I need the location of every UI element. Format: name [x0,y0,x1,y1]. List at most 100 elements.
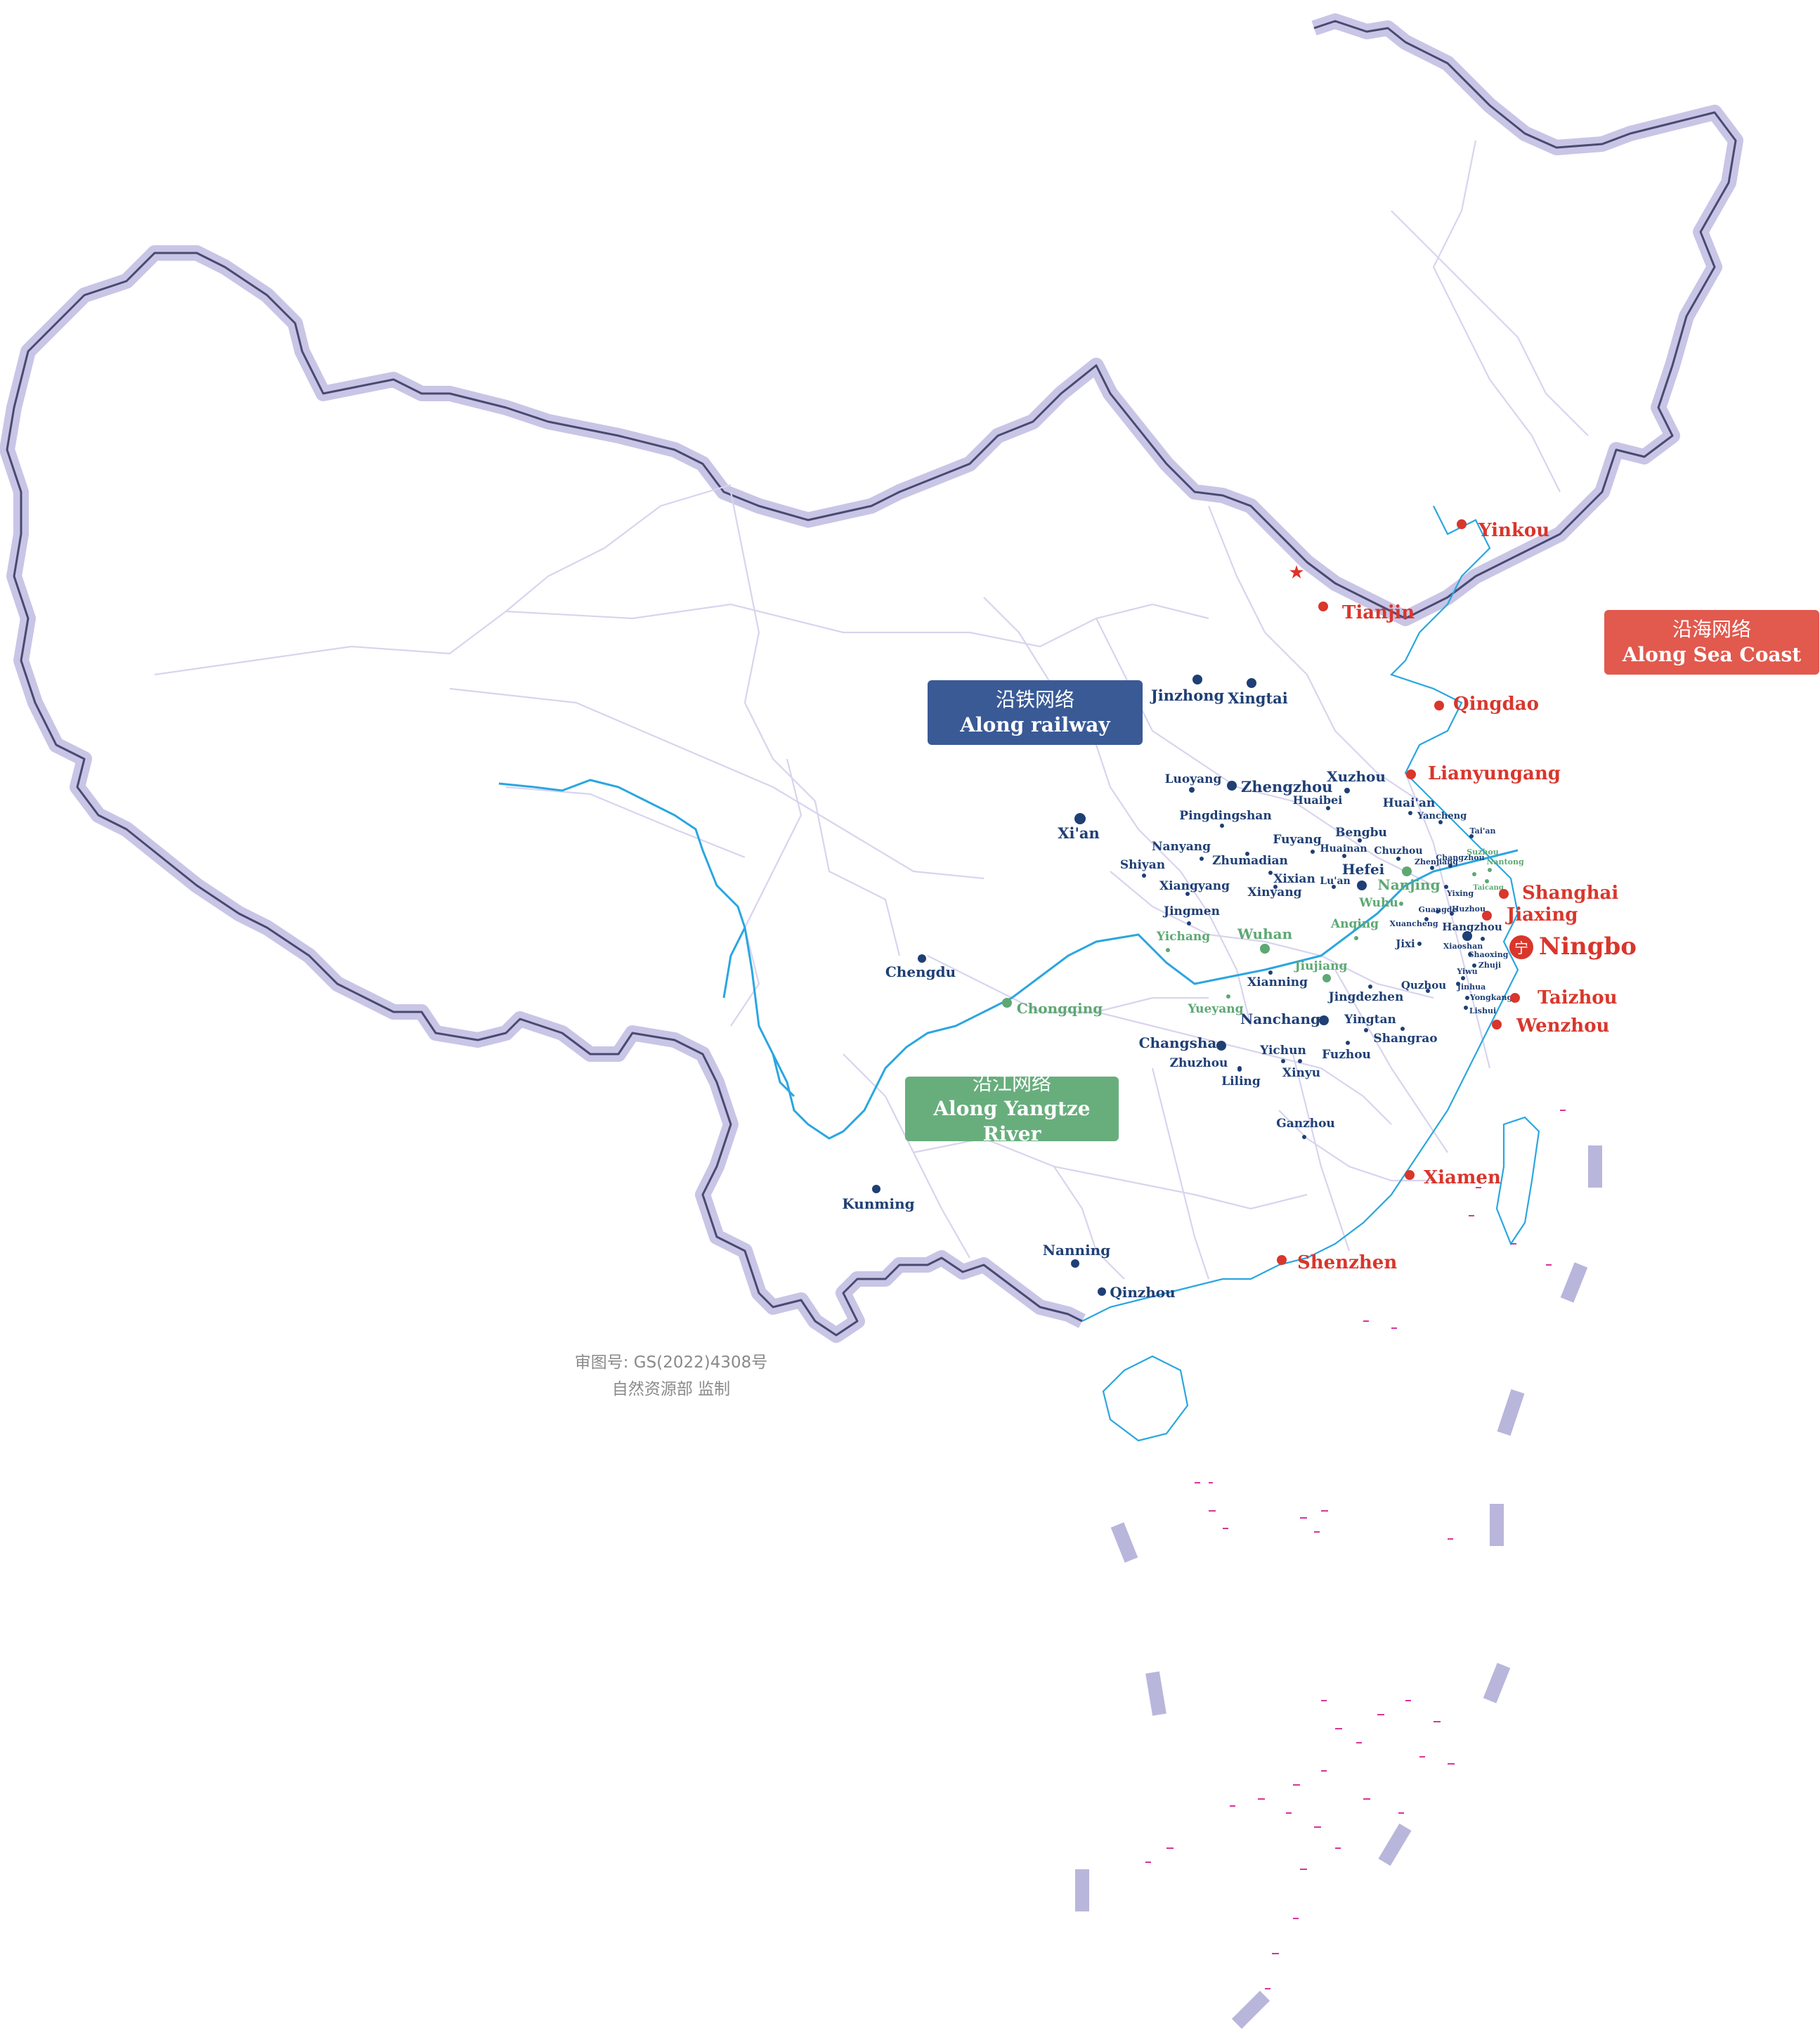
city-marker-sea: Taizhou [1510,987,1618,1008]
svg-text:Taicang: Taicang [1473,884,1504,892]
legend-railway-en: Along railway [960,713,1110,736]
city-marker-railway: Yiwu [1456,967,1478,980]
city-marker-railway: Changsha [1139,1034,1226,1051]
city-marker-railway: Jingmen [1162,904,1220,925]
city-marker-river: Taicang [1473,879,1504,892]
city-marker-railway: Nanyang [1152,840,1211,861]
svg-text:Tai'an: Tai'an [1470,826,1496,836]
svg-text:Yiwu: Yiwu [1456,967,1477,976]
svg-text:Wuhan: Wuhan [1237,925,1293,942]
svg-text:Jingmen: Jingmen [1162,904,1220,918]
city-marker-railway: Xinyang [1247,885,1302,899]
city-marker-railway: Hangzhou [1442,921,1502,941]
svg-text:Guangde: Guangde [1419,905,1457,914]
svg-text:Huai'an: Huai'an [1383,796,1435,810]
city-marker-railway: Zhengzhou [1227,778,1332,795]
svg-text:Xiamen: Xiamen [1424,1167,1501,1188]
legend-sea-en: Along Sea Coast [1622,643,1802,666]
city-marker-railway: Xi'an [1058,813,1100,842]
svg-text:Ganzhou: Ganzhou [1276,1117,1335,1131]
city-marker-railway: Xingtai [1228,678,1288,707]
city-marker-railway: Huai'an [1383,796,1435,815]
city-marker-railway: Yixing [1444,885,1474,898]
city-marker-river: Yichang [1156,930,1210,952]
svg-text:Nantong: Nantong [1486,857,1524,866]
city-marker-railway: Kunming [842,1185,915,1212]
nine-dash-line [1075,1145,1602,2029]
svg-text:Shiyan: Shiyan [1120,858,1165,872]
svg-text:Chuzhou: Chuzhou [1374,845,1422,857]
svg-text:Jinzhong: Jinzhong [1150,687,1225,704]
city-marker-railway: Zhumadian [1212,852,1288,868]
svg-text:Fuzhou: Fuzhou [1322,1048,1371,1062]
svg-text:Qinzhou: Qinzhou [1110,1284,1175,1301]
svg-text:Taizhou: Taizhou [1538,987,1618,1008]
svg-text:Jiujiang: Jiujiang [1294,959,1348,973]
svg-text:Shaoxing: Shaoxing [1469,950,1509,959]
city-marker-railway: Xinyu [1282,1059,1320,1080]
city-marker-railway: Bengbu [1335,826,1387,843]
city-marker-railway: Hefei [1342,861,1385,890]
svg-text:Xiaoshan: Xiaoshan [1443,942,1483,951]
city-marker-river: Nanjing [1377,866,1441,893]
svg-text:Bengbu: Bengbu [1335,826,1387,840]
city-marker-sea: Tianjin [1318,602,1415,623]
city-marker-railway: Chuzhou [1374,845,1423,861]
svg-text:Suzhou: Suzhou [1467,847,1499,857]
svg-text:Lishui: Lishui [1469,1006,1496,1015]
city-marker-railway: Xiangyang [1159,879,1230,896]
railway-cities: Jinzhong Xingtai Luoyang Zhengzhou Xuzho… [842,675,1512,1301]
svg-text:Zhenjiang: Zhenjiang [1415,857,1458,866]
svg-text:Xingtai: Xingtai [1228,689,1288,707]
city-marker-railway: Lu'an [1320,876,1351,889]
city-marker-railway: Yichun [1259,1044,1306,1063]
yangtze-river [498,779,1519,1140]
legend-railway-zh: 沿铁网络 [995,688,1074,711]
svg-text:Nanning: Nanning [1043,1242,1110,1259]
svg-text:Shangrao: Shangrao [1373,1032,1437,1046]
national-border [0,13,1743,1343]
city-marker-sea: Shenzhen [1277,1252,1397,1273]
city-marker-river: Nantong [1486,857,1524,872]
svg-text:Shenzhen: Shenzhen [1297,1252,1397,1273]
city-marker-railway: Xianning [1247,970,1308,989]
svg-text:Huzhou: Huzhou [1452,904,1486,914]
city-marker-railway: Xuzhou [1327,768,1386,793]
svg-text:Tianjin: Tianjin [1342,602,1415,623]
svg-text:Xixian: Xixian [1273,872,1315,886]
svg-text:Changsha: Changsha [1139,1034,1217,1051]
city-marker-sea: Lianyungang [1406,763,1561,784]
legend-sea: 沿海网络 Along Sea Coast [1604,610,1819,675]
svg-text:Zhuji: Zhuji [1478,961,1501,970]
city-marker-railway: Shaoxing [1468,950,1509,959]
city-marker-railway: Xiaoshan [1443,937,1485,951]
city-marker-railway: Fuzhou [1322,1041,1371,1062]
svg-text:Jingdezhen: Jingdezhen [1327,990,1404,1004]
svg-text:Yongkang: Yongkang [1469,993,1513,1002]
river-cities: Chongqing Yichang Wuhan Yueyang Jiujiang… [1002,847,1524,1017]
coastline [1081,505,1540,1442]
city-marker-railway: Huzhou [1450,904,1486,916]
svg-text:Luoyang: Luoyang [1165,772,1222,786]
svg-text:Jixi: Jixi [1394,937,1415,950]
svg-text:Chongqing: Chongqing [1017,1000,1103,1017]
city-marker-railway: Tai'an [1469,826,1495,838]
city-marker-sea: Shanghai [1499,883,1618,904]
svg-text:Lu'an: Lu'an [1320,876,1351,887]
svg-text:Zhuzhou: Zhuzhou [1170,1056,1228,1070]
svg-text:Yancheng: Yancheng [1417,811,1467,821]
svg-text:Wenzhou: Wenzhou [1516,1015,1610,1037]
svg-text:Kunming: Kunming [842,1195,914,1212]
city-marker-railway: Nanning [1043,1242,1110,1268]
city-marker-railway: Changzhou [1436,853,1485,868]
svg-text:Yixing: Yixing [1446,889,1474,898]
svg-text:Huainan: Huainan [1320,843,1367,855]
svg-text:Yichang: Yichang [1156,930,1210,944]
city-marker-railway: Zhuji [1472,961,1501,970]
svg-text:Fuyang: Fuyang [1273,833,1321,847]
legend-railway: 沿铁网络 Along railway [928,680,1143,745]
approval-number: 审图号: GS(2022)4308号 [574,1353,768,1372]
hub-label: Ningbo [1539,933,1637,961]
city-marker-railway: Chengdu [885,954,956,980]
svg-text:Yichun: Yichun [1259,1044,1306,1058]
